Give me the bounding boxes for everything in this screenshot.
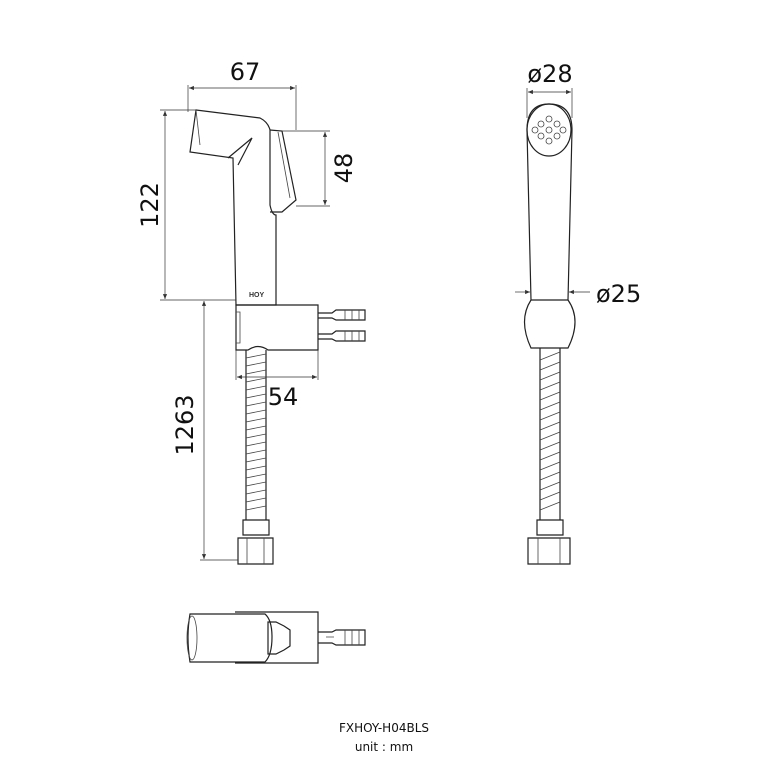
front-view: HOY 67 122 48 bbox=[136, 58, 366, 565]
dim-holder-label: 54 bbox=[268, 383, 299, 411]
dimension-67: 67 bbox=[187, 58, 297, 130]
dim-width-label: 67 bbox=[230, 58, 261, 86]
dim-height-label: 122 bbox=[136, 182, 164, 228]
dimension-diameter-25: ø25 bbox=[515, 280, 641, 308]
wall-holder bbox=[235, 304, 366, 351]
dimension-1263: 1263 bbox=[171, 301, 238, 561]
sprayer-head: HOY bbox=[189, 109, 297, 306]
model-number: FXHOY-H04BLS bbox=[339, 721, 429, 735]
dimension-54: 54 bbox=[235, 350, 319, 411]
top-view bbox=[186, 611, 366, 664]
nozzle-holes bbox=[531, 115, 567, 145]
side-view: ø28 ø25 bbox=[515, 60, 641, 565]
dimension-diameter-28: ø28 bbox=[526, 60, 573, 118]
dim-trigger-label: 48 bbox=[330, 153, 358, 184]
unit-label: unit : mm bbox=[355, 740, 413, 754]
dim-hose-label: 1263 bbox=[171, 394, 199, 455]
dim-handle-diameter-label: ø25 bbox=[596, 280, 641, 308]
dim-head-diameter-label: ø28 bbox=[527, 60, 572, 88]
dimension-122: 122 bbox=[136, 109, 236, 301]
brand-logo: HOY bbox=[249, 292, 265, 299]
dimension-48: 48 bbox=[282, 130, 358, 207]
